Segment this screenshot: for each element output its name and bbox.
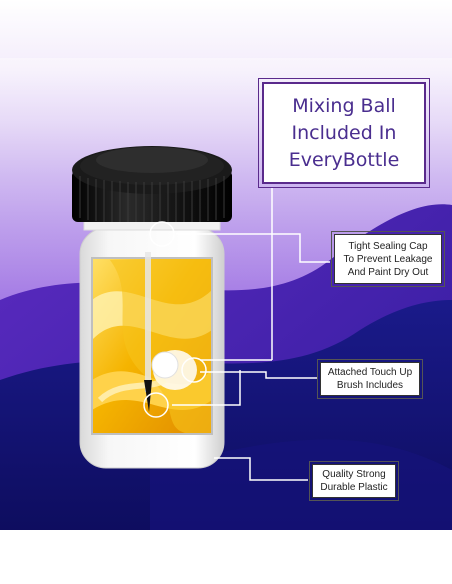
cap-callout-marker xyxy=(149,221,175,247)
callout-lines xyxy=(172,188,330,481)
callout-cap-line-3: And Paint Dry Out xyxy=(347,266,429,278)
title-line-1: Mixing Ball xyxy=(292,94,396,117)
title-line-3: EveryBottle xyxy=(288,148,400,171)
mixing-ball-title-box: Mixing Ball Included In EveryBottle xyxy=(258,78,430,188)
callout-brush-line-2: Brush Includes xyxy=(336,380,404,391)
mixing-ball xyxy=(151,351,179,379)
title-line-2: Included In xyxy=(291,121,397,144)
callout-plastic-line-2: Durable Plastic xyxy=(320,482,388,493)
brush-stick xyxy=(145,252,151,392)
brush-callout-marker xyxy=(143,392,169,418)
ball-callout-marker xyxy=(181,357,207,383)
callout-brush: Attached Touch Up Brush Includes xyxy=(317,359,423,399)
callout-cap-line-2: To Prevent Leakage xyxy=(343,253,433,265)
mixing-ball-title: Mixing Ball Included In EveryBottle xyxy=(289,93,400,174)
plastic-callout-line xyxy=(214,457,308,481)
brush-callout-line xyxy=(200,371,318,379)
callout-brush-line-1: Attached Touch Up xyxy=(327,367,413,378)
callout-cap: Tight Sealing Cap To Prevent Leakage And… xyxy=(331,231,445,287)
cap-callout-line xyxy=(176,233,330,263)
callout-cap-line-1: Tight Sealing Cap xyxy=(348,240,428,252)
callout-plastic-line-1: Quality Strong xyxy=(322,469,386,480)
paint-window xyxy=(92,258,212,434)
callout-plastic: Quality Strong Durable Plastic xyxy=(309,461,399,501)
